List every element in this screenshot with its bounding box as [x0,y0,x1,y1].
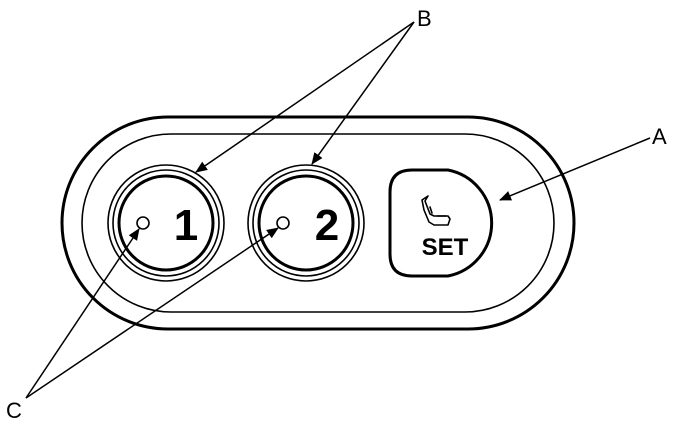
button-2-label: 2 [315,201,339,250]
seat-icon [421,195,451,226]
indicator-light-1 [136,216,150,230]
button-1-label: 1 [174,201,198,250]
leader-c-to-indicator-1 [25,228,140,399]
callout-c: C [6,398,22,423]
indicator-light-2 [276,216,290,230]
memory-button-2[interactable]: 2 [247,164,365,282]
set-button-label: SET [422,234,469,261]
leader-b-to-button-1 [195,21,415,173]
switch-housing-inner [81,133,555,313]
set-button[interactable]: SET [388,168,494,278]
leader-c-to-indicator-2 [25,227,279,399]
callout-b: B [417,6,432,31]
leader-b-to-button-2 [311,21,415,165]
leader-a-to-set-button [499,137,651,201]
callout-a: A [652,124,667,149]
memory-button-1[interactable]: 1 [107,164,225,282]
switch-housing-outer [60,115,576,331]
leader-lines [25,21,651,399]
